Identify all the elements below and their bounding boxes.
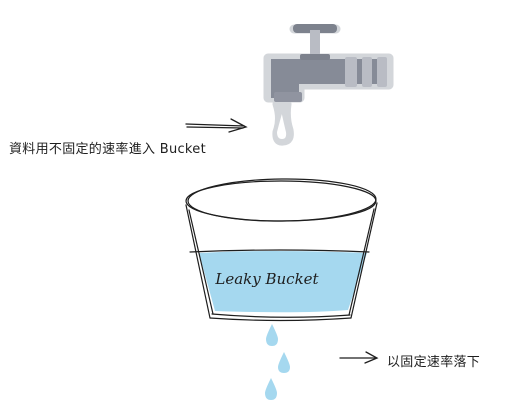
bucket-water [199,251,367,313]
water-drop-icon [266,324,278,346]
water-drop-icon [265,378,277,400]
faucet-icon [263,24,394,146]
bucket-label: Leaky Bucket [215,270,319,288]
input-arrow [185,118,248,133]
output-arrow [339,351,379,364]
water-drop-icon [278,352,290,373]
input-rate-label: 資料用不固定的速率進入 Bucket [9,142,206,157]
leak-drops [265,324,290,400]
output-rate-label: 以固定速率落下 [387,355,481,370]
water-drop-icon [274,109,289,142]
bucket-outline [185,178,378,322]
